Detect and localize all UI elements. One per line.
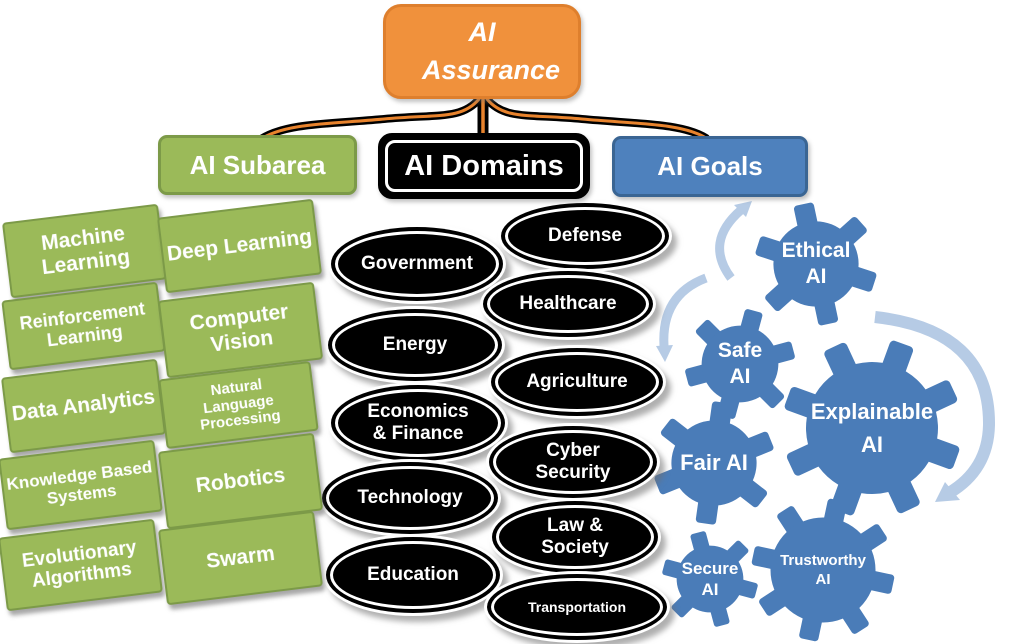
domain-transportation: Transportation: [487, 574, 667, 640]
domain-technology: Technology: [322, 462, 498, 534]
arrow-big-right-head: [935, 482, 960, 502]
arrow-big-right: [874, 311, 996, 499]
root-node-ai-assurance: AI Assurance: [383, 4, 581, 99]
domain-cyber-security: Cyber Security: [489, 426, 657, 498]
domain-government: Government: [331, 227, 503, 301]
goal-fair-ai-label: Fair AI: [680, 450, 748, 476]
domain-economics-finance: Economics & Finance: [331, 385, 505, 461]
branch-ai-domains: AI Domains: [378, 133, 590, 199]
arrow-up-right-head: [734, 201, 752, 217]
branch-ai-subarea: AI Subarea: [158, 135, 357, 195]
domain-law-society: Law & Society: [492, 501, 658, 573]
arrow-down-left: [659, 273, 708, 347]
domain-agriculture: Agriculture: [491, 348, 663, 416]
domain-defense: Defense: [501, 203, 669, 269]
domain-healthcare: Healthcare: [483, 271, 653, 337]
arrow-down-left-head: [656, 345, 673, 362]
branch-ai-goals: AI Goals: [612, 136, 808, 197]
domain-education: Education: [326, 537, 500, 613]
domain-energy: Energy: [328, 309, 502, 381]
tree-connectors: [257, 91, 710, 143]
goal-cycle-arrows: [656, 201, 996, 502]
arrow-up-right: [715, 206, 745, 281]
